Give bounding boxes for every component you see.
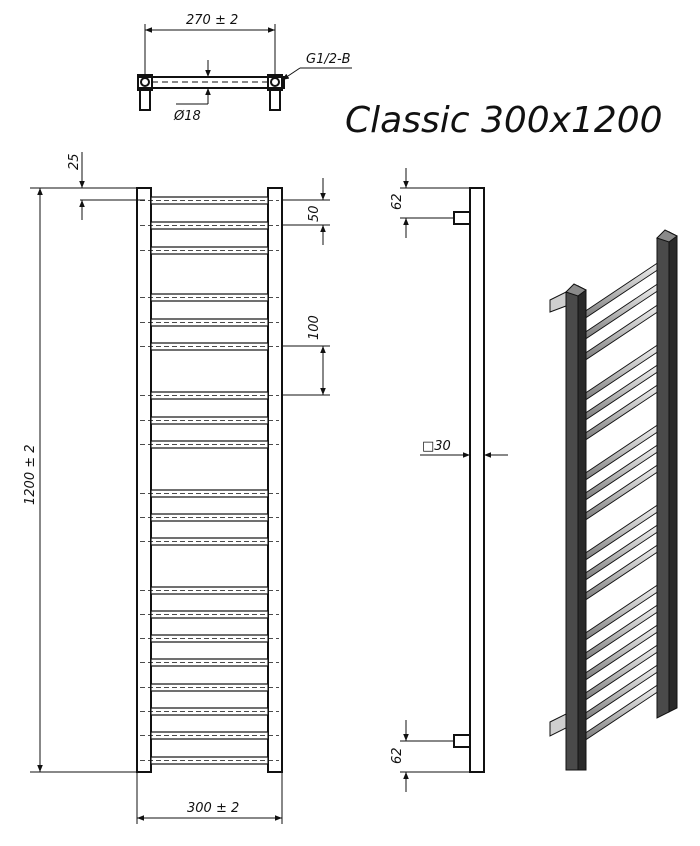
front-view: 1200 ± 2 25 50 100 300 ± 2 (23, 152, 330, 824)
right-upright (267, 187, 283, 773)
profile-size-label: □30 (422, 439, 451, 454)
side-upright (469, 187, 485, 773)
isometric-view (549, 229, 678, 771)
top-offset-label: 25 (67, 153, 82, 170)
height-dimension-label: 1200 ± 2 (23, 444, 38, 505)
side-view: 62 62 □30 (390, 168, 508, 792)
iso-right-upright (656, 231, 670, 719)
bar-pitch-50-label: 50 (307, 205, 322, 222)
top-width-dimension-label: 270 ± 2 (186, 13, 238, 28)
bottom-width-dimension-label: 300 ± 2 (187, 801, 239, 816)
drawing-title: Classic 300x1200 (345, 100, 663, 141)
bracket-top-label: 62 (390, 193, 405, 210)
front-bars (140, 196, 279, 765)
top-bracket (453, 211, 471, 225)
thread-label: G1/2-B (306, 52, 351, 67)
left-upright (136, 187, 152, 773)
bracket-bottom-label: 62 (390, 747, 405, 764)
iso-left-upright (565, 285, 579, 771)
bottom-bracket (453, 734, 471, 748)
top-view: 270 ± 2 G1/2-B Ø18 (137, 13, 352, 124)
bar-pitch-100-label: 100 (307, 315, 322, 340)
pipe-diameter-label: Ø18 (173, 109, 201, 124)
isometric-bars (583, 259, 663, 742)
